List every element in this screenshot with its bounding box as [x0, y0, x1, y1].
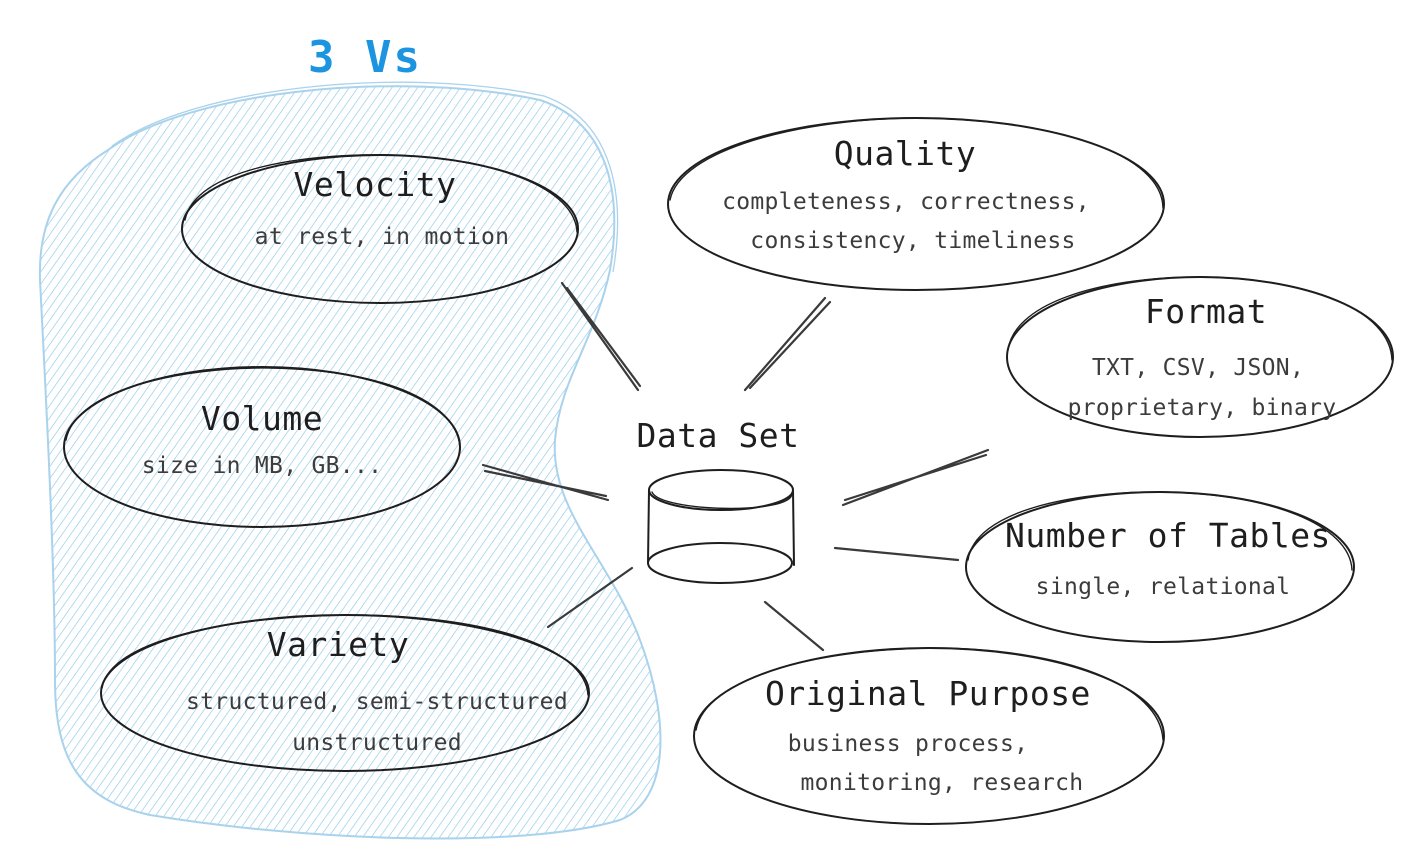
volume-node: Volume size in MB, GB... [63, 366, 461, 528]
connectors [481, 281, 990, 652]
connector-format [841, 448, 990, 507]
data-set-node: Data Set [637, 416, 800, 584]
variety-line-1: structured, semi-structured [186, 689, 568, 715]
variety-node: Variety structured, semi-structured unst… [100, 614, 590, 772]
original-purpose-title: Original Purpose [765, 674, 1091, 713]
connector-quality [743, 296, 832, 392]
number-of-tables-title: Number of Tables [1005, 516, 1331, 555]
heading-3-vs: 3 Vs [308, 32, 422, 83]
variety-line-2: unstructured [292, 730, 462, 756]
velocity-description: at rest, in motion [255, 224, 510, 250]
format-line-2: proprietary, binary [1068, 395, 1337, 421]
number-of-tables-node: Number of Tables single, relational [965, 491, 1355, 643]
velocity-title: Velocity [294, 165, 457, 204]
quality-title: Quality [834, 134, 977, 173]
data-set-label: Data Set [637, 416, 800, 455]
connector-velocity [560, 281, 642, 392]
connector-volume [481, 463, 610, 502]
velocity-node: Velocity at rest, in motion [181, 154, 579, 304]
original-purpose-node: Original Purpose business process, monit… [693, 647, 1165, 825]
quality-node: Quality completeness, correctness, consi… [667, 117, 1165, 291]
variety-title: Variety [267, 625, 410, 664]
three-vs-region [38, 81, 662, 840]
volume-title: Volume [201, 399, 323, 438]
format-line-1: TXT, CSV, JSON, [1092, 355, 1304, 381]
format-node: Format TXT, CSV, JSON, proprietary, bina… [1006, 276, 1394, 438]
connector-purpose [763, 600, 825, 652]
volume-description: size in MB, GB... [142, 453, 383, 479]
quality-line-2: consistency, timeliness [750, 228, 1075, 254]
original-purpose-line-2: monitoring, research [801, 770, 1084, 796]
number-of-tables-description: single, relational [1036, 574, 1291, 600]
connector-tables [833, 546, 960, 562]
original-purpose-line-1: business process, [788, 731, 1029, 757]
connector-variety [546, 566, 634, 629]
database-cylinder-icon [647, 469, 795, 584]
quality-line-1: completeness, correctness, [722, 189, 1090, 215]
format-title: Format [1145, 292, 1267, 331]
